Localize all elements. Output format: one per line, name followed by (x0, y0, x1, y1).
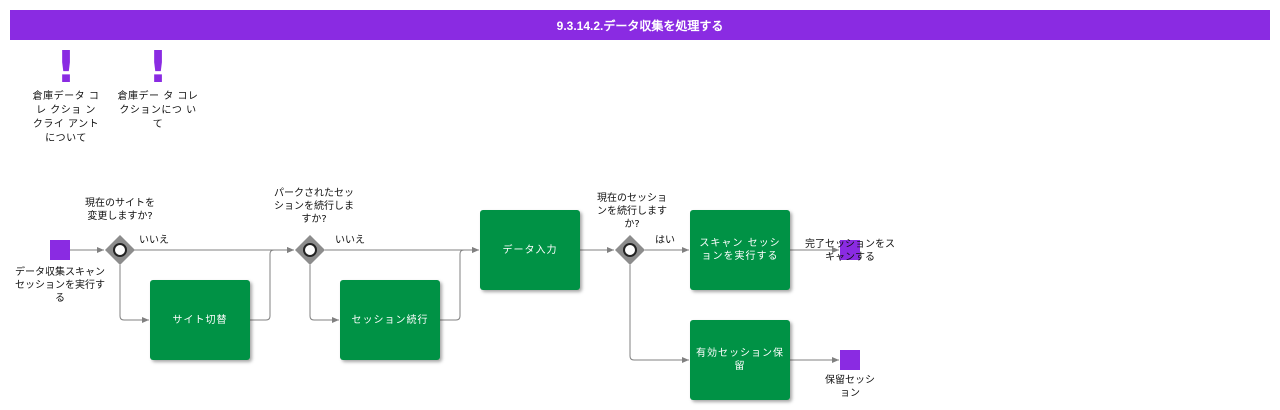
page-title: 9.3.14.2.データ収集を処理する (10, 10, 1270, 40)
gateway-g3 (615, 235, 645, 265)
note-client-label: 倉庫データ コレ クショ ン クライ アントについて (32, 91, 100, 144)
task-run-scan-session[interactable]: スキャン セッションを実行する (690, 210, 790, 290)
note-collection-label: 倉庫デー タ コレ クションにつ いて (117, 91, 199, 130)
task-data-entry[interactable]: データ入力 (480, 210, 580, 290)
flow-g2-yes (309, 265, 339, 323)
gateway-g1-question: 現在のサイトを変更しますか? (85, 198, 155, 222)
end-event-hold (840, 350, 860, 370)
exclamation-icon: ! (55, 42, 77, 93)
task-session-continue[interactable]: セッション続行 (340, 280, 440, 360)
end-event-complete-label: 完了セッションをスキャンする (805, 239, 895, 263)
task-site-switch[interactable]: サイト切替 (150, 280, 250, 360)
flow-site-to-g2 (250, 247, 294, 321)
gateway-g2 (295, 235, 325, 265)
flow-yes-label-3: はい (655, 235, 675, 246)
flow-no-label-1: いいえ (139, 235, 169, 246)
end-event-complete (840, 240, 860, 260)
flow-g1-yes (119, 265, 149, 323)
exclamation-icon: ! (147, 42, 169, 93)
note-collection: ! 倉庫デー タ コレ クションにつ いて (116, 46, 200, 132)
end-event-hold-label: 保留セッション (825, 375, 875, 399)
task-hold-session[interactable]: 有効セッション保留 (690, 320, 790, 400)
flow-g3-no (629, 265, 689, 363)
flow-continue-to-data (440, 247, 479, 321)
gateway-g1 (105, 235, 135, 265)
start-event (50, 240, 70, 260)
gateway-g2-question: パークされたセッションを続行しますか? (274, 188, 354, 225)
gateway-g3-question: 現在のセッションを続行しますか? (597, 193, 667, 230)
flow-no-label-2: いいえ (335, 235, 365, 246)
start-event-label: データ収集スキャン セッションを実行する (15, 267, 105, 304)
note-client: ! 倉庫データ コレ クショ ン クライ アントについて (30, 46, 102, 146)
